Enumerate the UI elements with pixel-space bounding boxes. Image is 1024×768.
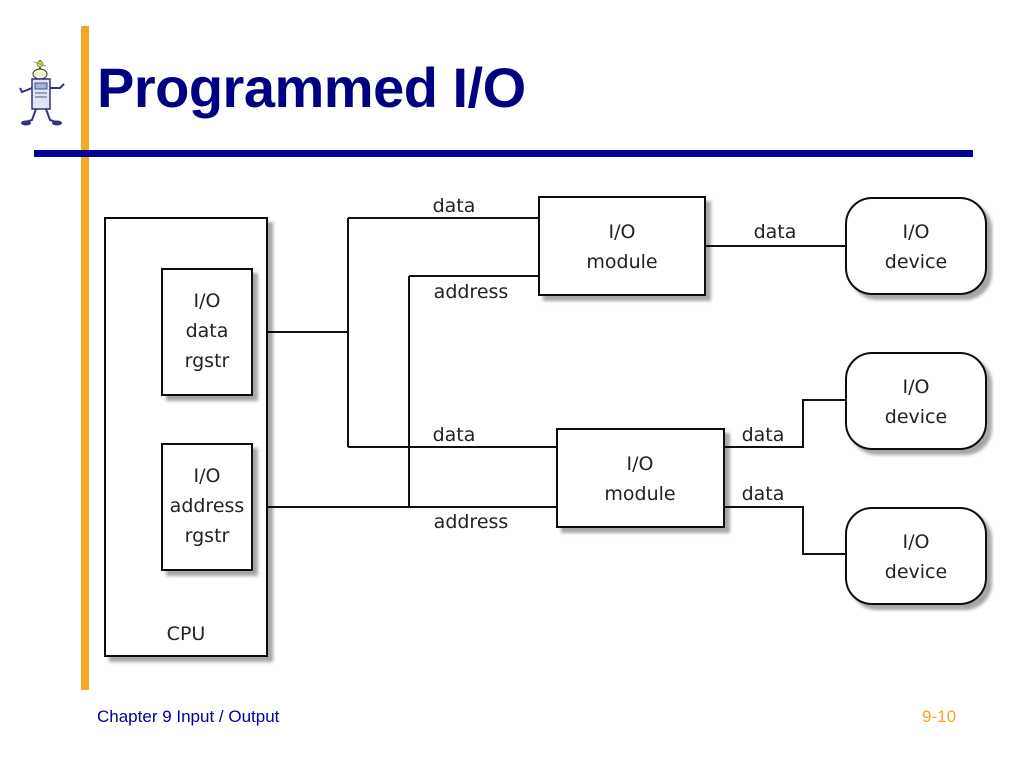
mascot-icon [19,60,65,126]
io-address-register [161,443,253,571]
title-underline [34,150,973,157]
io-device-3 [845,507,987,605]
io-device-2 [845,352,987,450]
label-bottom-device-data-2: data [742,483,785,505]
slide-title: Programmed I/O [97,56,526,119]
label-top-data: data [433,195,476,217]
data-register-line-2: data [186,320,229,342]
device-2-line-2: device [885,406,947,428]
device-1-line-1: I/O [903,221,930,243]
device-1-line-2: device [885,251,947,273]
data-register-line-3: rgstr [185,350,230,372]
address-register-line-3: rgstr [185,525,230,547]
label-bottom-device-data-1: data [742,424,785,446]
device-3-line-1: I/O [903,531,930,553]
data-register-line-1: I/O [194,290,221,312]
io-module-bottom [556,428,725,528]
module-bottom-line-1: I/O [627,453,654,475]
module-top-line-1: I/O [609,221,636,243]
module-bottom-line-2: module [604,483,675,505]
io-module-top [538,196,706,296]
address-register-line-1: I/O [194,465,221,487]
io-data-register [161,268,253,396]
device-3-line-2: device [885,561,947,583]
label-bottom-data: data [433,424,476,446]
module-top-line-2: module [586,251,657,273]
cpu-label: CPU [167,623,206,645]
footer-page-number: 9-10 [922,707,957,726]
label-top-device-data: data [754,221,797,243]
side-accent-bar [81,26,89,690]
address-register-line-2: address [170,495,245,517]
label-top-address: address [434,281,509,303]
footer-chapter: Chapter 9 Input / Output [97,707,280,726]
device-2-line-1: I/O [903,376,930,398]
bus-lines [252,217,846,555]
io-device-1 [845,197,987,295]
label-bottom-address: address [434,511,509,533]
